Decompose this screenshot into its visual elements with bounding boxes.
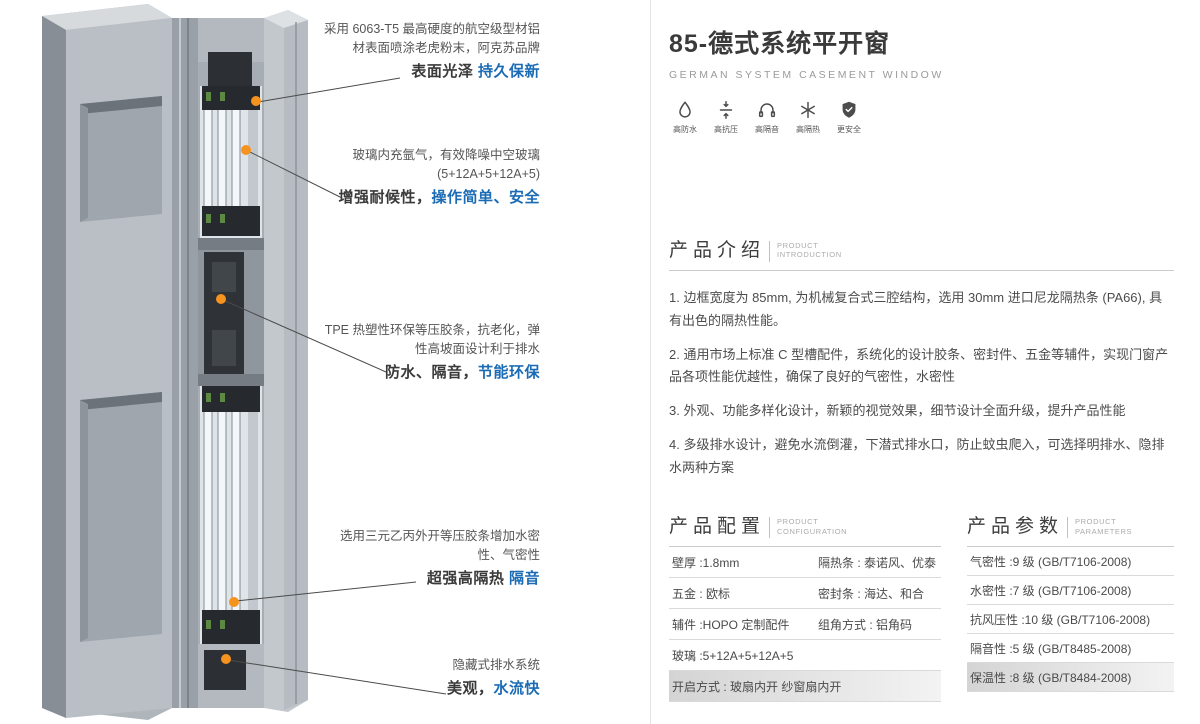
- callout-gasket: TPE 热塑性环保等压胶条，抗老化，弹 性高坡面设计利于排水 防水、隔音，节能环…: [290, 321, 540, 382]
- section-title-en: PRODUCT INTRODUCTION: [769, 240, 842, 262]
- feature-soundproof: 高隔音: [751, 99, 783, 135]
- section-rule: [967, 546, 1174, 548]
- page-title-text: 德式系统平开窗: [708, 30, 891, 58]
- product-info-panel: 85-德式系统平开窗 GERMAN SYSTEM CASEMENT WINDOW…: [651, 0, 1200, 724]
- intro-paragraph: 2. 通用市场上标准 C 型槽配件，系统化的设计胶条、密封件、五金等辅件，实现门…: [669, 346, 1169, 385]
- callout-coating: 采用 6063-T5 最高硬度的航空级型材铝 材表面喷涂老虎粉末，阿克苏品牌 表…: [290, 20, 540, 81]
- param-row: 隔音性 :5 级 (GB/T8485-2008): [967, 634, 1174, 664]
- section-title: 产品参数: [967, 516, 1064, 538]
- callout-highlight: 美观，水流快: [446, 680, 540, 697]
- section-rule: [669, 546, 941, 548]
- outer-profile-right: [264, 10, 308, 712]
- intro-paragraph: 4. 多级排水设计，避免水流倒灌，下潜式排水口，防止蚊虫爬入，可选择明排水、隐排…: [669, 436, 1165, 475]
- section-title: 产品配置: [669, 516, 766, 538]
- section-parameters: 产品参数 PRODUCT PARAMETERS 气密性 :9 级 (GB/T71…: [967, 511, 1174, 702]
- spec-tables: 产品配置 PRODUCT CONFIGURATION 壁厚 :1.8mm 隔热条…: [669, 511, 1174, 703]
- section-header: 产品介绍 PRODUCT INTRODUCTION: [669, 235, 1174, 262]
- callout-leaders: [222, 77, 447, 695]
- section-title: 产品介绍: [669, 240, 766, 261]
- config-row: 开启方式 : 玻扇内开 纱窗扇内开: [669, 671, 941, 703]
- intro-paragraph: 3. 外观、功能多样化设计，新颖的视觉效果，细节设计全面升级，提升产品性能: [669, 403, 1126, 418]
- glazing-stack: [198, 18, 264, 708]
- param-row: 保温性 :8 级 (GB/T8484-2008): [967, 663, 1174, 693]
- callout-glass: 玻璃内充氩气，有效降噪中空玻璃 (5+12A+5+12A+5) 增强耐候性，操作…: [290, 146, 540, 207]
- shield-icon: [842, 101, 856, 118]
- callout-seal: 选用三元乙丙外开等压胶条增加水密 性、气密性 超强高隔热 隔音: [290, 527, 540, 588]
- config-row: 辅件 :HOPO 定制配件 组角方式 : 铝角码: [669, 609, 941, 641]
- callout-text-line: 性高坡面设计利于排水: [414, 342, 540, 356]
- config-row: 玻璃 :5+12A+5+12A+5: [669, 640, 941, 672]
- page-subtitle: GERMAN SYSTEM CASEMENT WINDOW: [669, 69, 944, 81]
- callout-text-line: 玻璃内充氩气，有效降噪中空玻璃: [352, 148, 540, 162]
- feature-label: 高隔音: [755, 125, 779, 134]
- callout-drainage: 隐藏式排水系统 美观，水流快: [290, 656, 540, 698]
- feature-label: 更安全: [837, 125, 861, 134]
- section-header: 产品配置 PRODUCT CONFIGURATION: [669, 511, 941, 539]
- callout-text-line: 隐藏式排水系统: [452, 658, 540, 672]
- callout-text-line: TPE 热塑性环保等压胶条，抗老化，弹: [324, 323, 540, 337]
- water-drop-icon: [679, 101, 691, 118]
- feature-label: 高防水: [673, 125, 697, 134]
- feature-icons-row: 高防水 高抗压 高隔音 高隔热: [669, 99, 1174, 135]
- section-title-en: PRODUCT PARAMETERS: [1067, 516, 1132, 539]
- window-profile-illustration: [42, 4, 447, 720]
- section-configuration: 产品配置 PRODUCT CONFIGURATION 壁厚 :1.8mm 隔热条…: [669, 511, 941, 703]
- feature-label: 高隔热: [796, 125, 820, 134]
- feature-pressure: 高抗压: [710, 99, 742, 135]
- section-introduction: 产品介绍 PRODUCT INTRODUCTION 1. 边框宽度为 85mm,…: [669, 235, 1174, 479]
- aluminum-frame: [42, 4, 198, 720]
- section-header: 产品参数 PRODUCT PARAMETERS: [967, 511, 1174, 539]
- param-row: 水密性 :7 级 (GB/T7106-2008): [967, 576, 1174, 606]
- vertical-divider: [650, 0, 651, 724]
- callout-text-line: 性、气密性: [477, 548, 540, 562]
- callout-text-line: 选用三元乙丙外开等压胶条增加水密: [339, 529, 540, 543]
- callout-highlight: 防水、隔音，节能环保: [384, 364, 540, 381]
- feature-safety: 更安全: [833, 99, 865, 135]
- section-rule: [669, 270, 1174, 271]
- page-title: 85-德式系统平开窗: [669, 24, 1174, 60]
- param-row: 气密性 :9 级 (GB/T7106-2008): [967, 547, 1174, 577]
- callout-highlight: 表面光泽 持久保新: [411, 63, 540, 80]
- page-title-number: 85-: [669, 30, 709, 58]
- callout-highlight: 超强高隔热 隔音: [426, 570, 540, 587]
- param-row: 抗风压性 :10 级 (GB/T7106-2008): [967, 605, 1174, 635]
- feature-thermal: 高隔热: [792, 99, 824, 135]
- callout-highlight: 增强耐候性，操作简单、安全: [338, 189, 540, 206]
- callout-text-line: 采用 6063-T5 最高硬度的航空级型材铝: [323, 22, 540, 36]
- section-title-en: PRODUCT CONFIGURATION: [769, 516, 847, 539]
- config-row: 五金 : 欧标 密封条 : 海达、和合: [669, 578, 941, 610]
- pressure-icon: [719, 101, 733, 119]
- feature-waterproof: 高防水: [669, 99, 701, 135]
- introduction-text: 1. 边框宽度为 85mm, 为机械复合式三腔结构，选用 30mm 进口尼龙隔热…: [669, 287, 1174, 479]
- soundproof-icon: [758, 103, 776, 118]
- config-row: 壁厚 :1.8mm 隔热条 : 泰诺风、优泰: [669, 547, 941, 579]
- feature-label: 高抗压: [714, 125, 738, 134]
- callout-dots: [216, 96, 261, 664]
- thermal-icon: [801, 101, 815, 119]
- intro-paragraph: 1. 边框宽度为 85mm, 为机械复合式三腔结构，选用 30mm 进口尼龙隔热…: [669, 290, 1163, 328]
- callout-text-line: (5+12A+5+12A+5): [437, 167, 540, 181]
- callout-text-line: 材表面喷涂老虎粉末，阿克苏品牌: [352, 41, 540, 55]
